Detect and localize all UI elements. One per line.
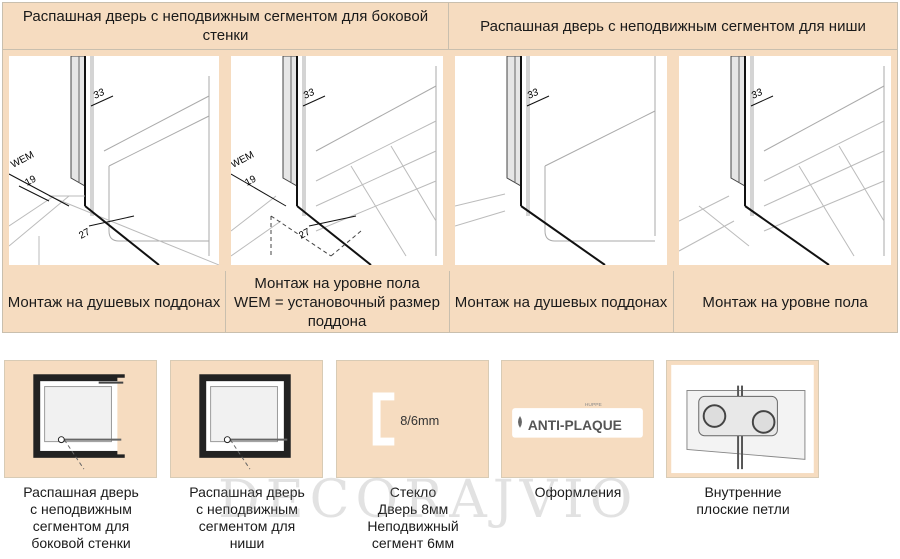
- dim-33: 33: [750, 87, 765, 102]
- niche-door-icon: [199, 374, 291, 470]
- divider: [225, 271, 226, 333]
- installation-table: Распашная дверь с неподвижным сегментом …: [2, 2, 898, 333]
- dim-wem: WEM: [231, 149, 256, 170]
- feature-side-wall: [4, 360, 157, 478]
- installation-drawing: 33: [455, 56, 667, 265]
- header-niche: Распашная дверь с неподвижным сегментом …: [480, 17, 866, 35]
- dim-wem: WEM: [9, 149, 36, 170]
- divider: [3, 49, 897, 50]
- caption-floor-mount: Монтаж на уровне пола: [702, 293, 868, 311]
- glass-thickness-badge: 8/6mm: [400, 413, 439, 428]
- diagram-niche-tray: 33: [449, 50, 673, 271]
- header-side-wall: Распашная дверь с неподвижным сегментом …: [3, 3, 449, 49]
- feature-niche: [170, 360, 323, 478]
- diagram-side-wall-tray: 33 WEM 19 27: [3, 50, 225, 271]
- anti-plaque-icon: HUPPE ANTI-PLAQUE: [512, 402, 643, 438]
- side-wall-door-icon: [33, 374, 126, 470]
- installation-drawing: 33 WEM 19 27: [231, 56, 443, 265]
- divider: [449, 271, 450, 333]
- feature-hinge: [666, 360, 819, 478]
- hinge-icon: [671, 364, 814, 474]
- dim-33: 33: [92, 87, 107, 102]
- dim-19: 19: [243, 174, 258, 189]
- anti-plaque-badge: ANTI-PLAQUE: [528, 418, 622, 433]
- feature-label: Стекло Дверь 8мм Неподвижный сегмент 6мм: [367, 484, 459, 551]
- dim-27: 27: [77, 227, 92, 242]
- divider: [673, 271, 674, 333]
- brand-label: HUPPE: [585, 402, 603, 408]
- diagram-side-wall-floor: 33 WEM 19 27: [225, 50, 449, 271]
- feature-label: Распашная дверь с неподвижным сегментом …: [23, 484, 139, 551]
- caption-floor-mount: Монтаж на уровне пола WEM = установочный…: [234, 274, 440, 330]
- feature-label: Оформления: [534, 484, 622, 500]
- installation-drawing: 33 WEM 19 27: [9, 56, 219, 265]
- feature-anti-plaque: HUPPE ANTI-PLAQUE: [501, 360, 654, 478]
- feature-glass: 8/6mm: [336, 360, 489, 478]
- feature-label: Внутренние плоские петли: [696, 484, 790, 517]
- feature-label: Распашная дверь с неподвижным сегментом …: [189, 484, 305, 551]
- dim-19: 19: [23, 174, 38, 189]
- installation-drawing: 33: [679, 56, 891, 265]
- caption-tray-mount: Монтаж на душевых поддонах: [454, 293, 668, 311]
- dim-33: 33: [302, 87, 317, 102]
- diagram-niche-floor: 33: [673, 50, 897, 271]
- dim-27: 27: [297, 227, 312, 242]
- glass-profile-icon: 8/6mm: [372, 392, 439, 446]
- caption-tray-mount: Монтаж на душевых поддонах: [7, 293, 221, 311]
- dim-33: 33: [526, 87, 541, 102]
